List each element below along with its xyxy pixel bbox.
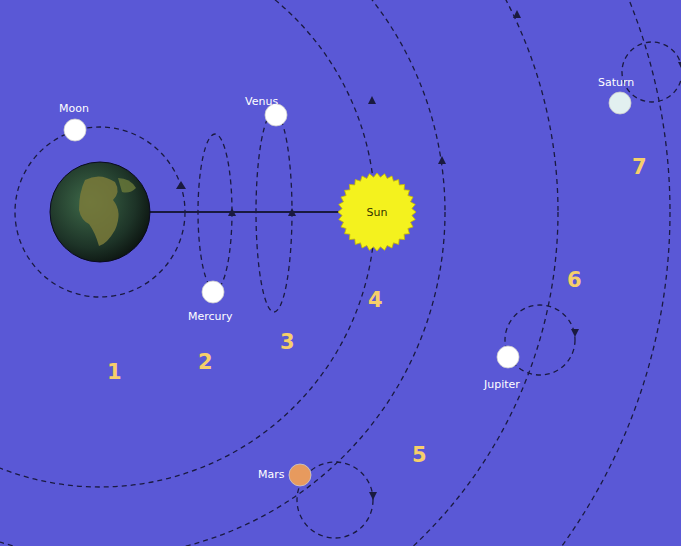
earth-sun-line — [150, 211, 340, 213]
planet-label: Jupiter — [484, 378, 520, 391]
callout-number: 3 — [280, 330, 295, 354]
earth — [50, 162, 150, 262]
planet-label: Saturn — [598, 76, 634, 89]
mars-deferent — [0, 0, 445, 546]
mercury-body — [202, 281, 224, 303]
sun-label: Sun — [337, 172, 417, 252]
jupiter-deferent — [0, 0, 558, 546]
callout-number: 4 — [368, 288, 383, 312]
mars-body — [289, 464, 311, 486]
callout-number: 6 — [567, 268, 582, 292]
callout-number: 7 — [632, 155, 647, 179]
planet-label: Moon — [59, 102, 89, 115]
moon-body — [64, 119, 86, 141]
saturn-epicycle — [622, 42, 681, 102]
saturn-body — [609, 92, 631, 114]
sun-node: Sun — [337, 172, 417, 252]
planet-label: Mercury — [188, 310, 233, 323]
direction-arrows — [176, 10, 681, 500]
sun-orbit — [0, 0, 375, 487]
planet-label: Venus — [245, 95, 278, 108]
planet-label: Mars — [258, 468, 285, 481]
callout-number: 2 — [198, 350, 213, 374]
callout-number: 5 — [412, 443, 427, 467]
jupiter-body — [497, 346, 519, 368]
callout-number: 1 — [107, 360, 122, 384]
